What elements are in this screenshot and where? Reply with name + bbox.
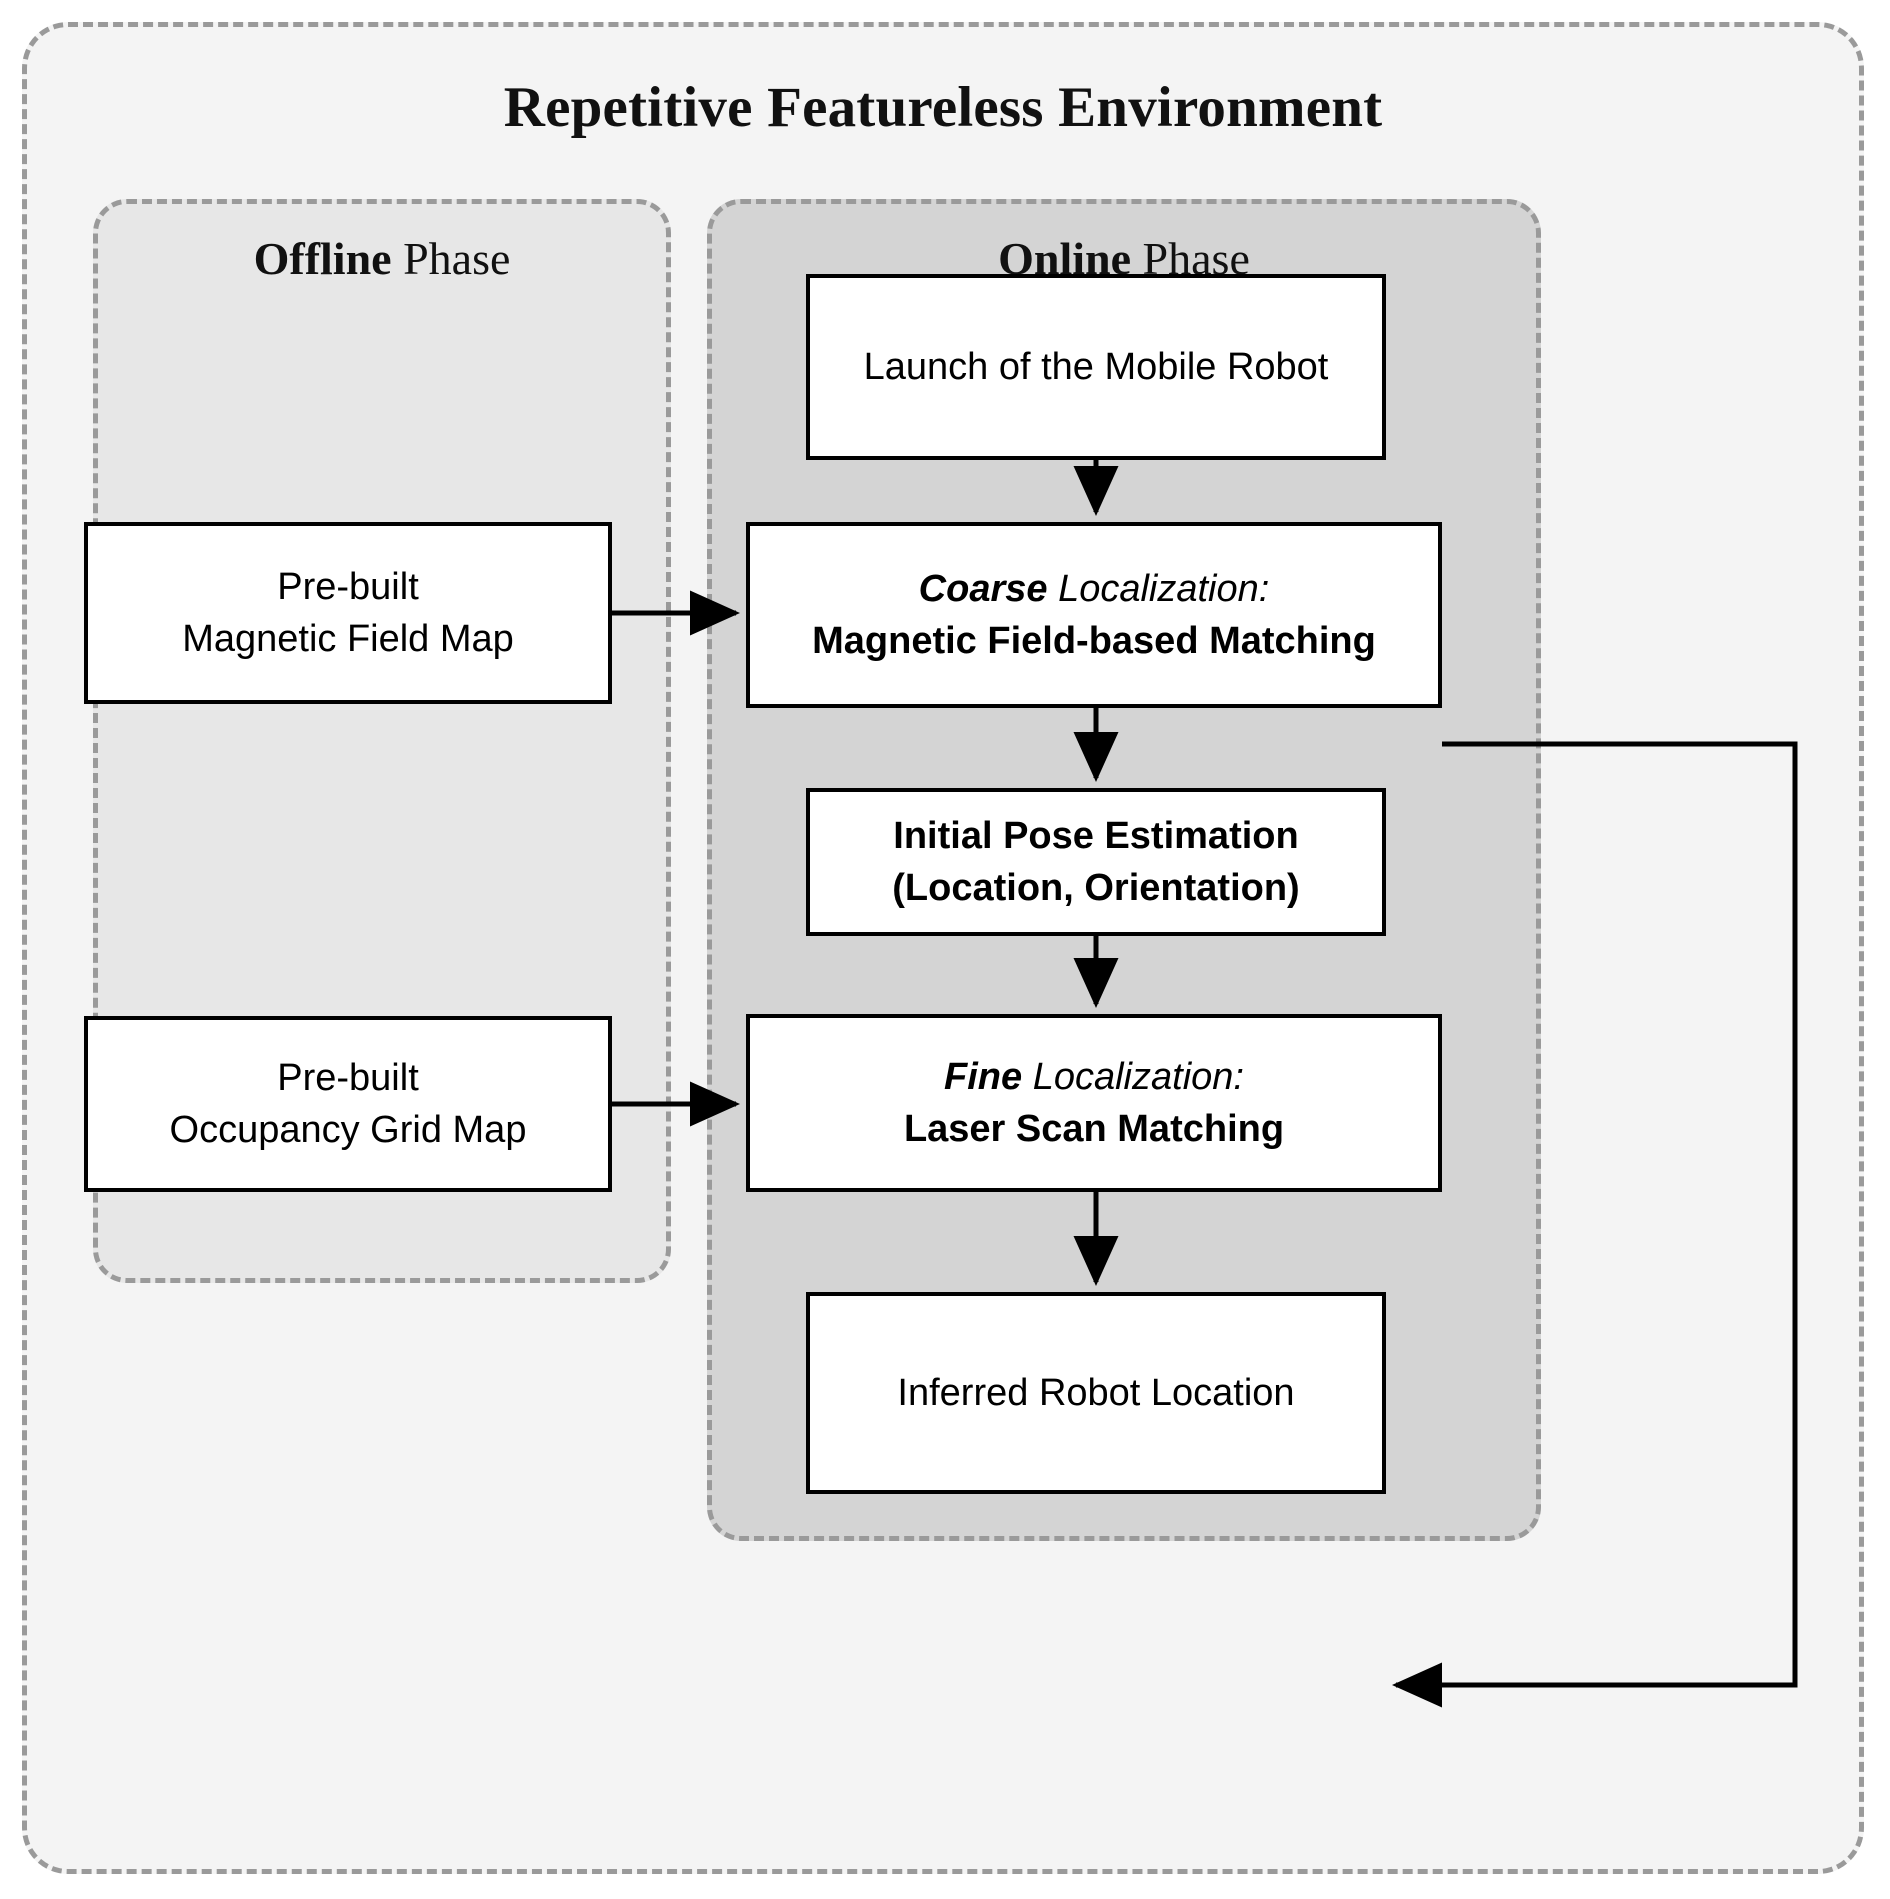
node-occupancy-map-line-2: Occupancy Grid Map	[169, 1108, 527, 1151]
node-inferred-line-1: Inferred Robot Location	[897, 1371, 1295, 1414]
node-fine-line-1-strong: Fine	[944, 1055, 1023, 1098]
node-prebuilt-occupancy-grid-map[interactable]: Pre-built Occupancy Grid Map	[84, 1016, 612, 1192]
node-occupancy-map-line-1: Pre-built	[277, 1056, 419, 1099]
node-initial-pose-estimation[interactable]: Initial Pose Estimation (Location, Orien…	[806, 788, 1386, 936]
node-fine-line-2: Laser Scan Matching	[903, 1107, 1285, 1150]
node-launch-line-1: Launch of the Mobile Robot	[863, 345, 1329, 388]
node-coarse-line-1-strong: Coarse	[918, 567, 1048, 610]
node-magnetic-map-line-2: Magnetic Field Map	[182, 617, 514, 660]
node-fine-localization[interactable]: Fine Localization: Laser Scan Matching	[746, 1014, 1442, 1192]
node-launch-of-the-mobile-robot[interactable]: Launch of the Mobile Robot	[806, 274, 1386, 460]
node-coarse-localization[interactable]: Coarse Localization: Magnetic Field-base…	[746, 522, 1442, 708]
diagram-title: Repetitive Featureless Environment	[503, 76, 1383, 139]
node-magnetic-map-line-1: Pre-built	[277, 565, 419, 608]
offline-phase-title-strong: Offline	[253, 233, 392, 284]
node-prebuilt-magnetic-field-map[interactable]: Pre-built Magnetic Field Map	[84, 522, 612, 704]
node-coarse-line-1: Coarse Localization:	[919, 568, 1270, 611]
node-initial-pose-line-1: Initial Pose Estimation	[893, 814, 1299, 857]
node-coarse-line-1-light: Localization:	[1047, 567, 1270, 610]
node-coarse-line-2: Magnetic Field-based Matching	[812, 619, 1376, 662]
node-inferred-robot-location[interactable]: Inferred Robot Location	[806, 1292, 1386, 1494]
node-initial-pose-line-2: (Location, Orientation)	[892, 866, 1300, 909]
node-fine-line-1: Fine Localization:	[944, 1056, 1244, 1099]
node-fine-line-1-light: Localization:	[1022, 1055, 1244, 1098]
offline-phase-title: Offline Phase	[98, 232, 666, 285]
offline-phase-title-light: Phase	[391, 233, 511, 284]
